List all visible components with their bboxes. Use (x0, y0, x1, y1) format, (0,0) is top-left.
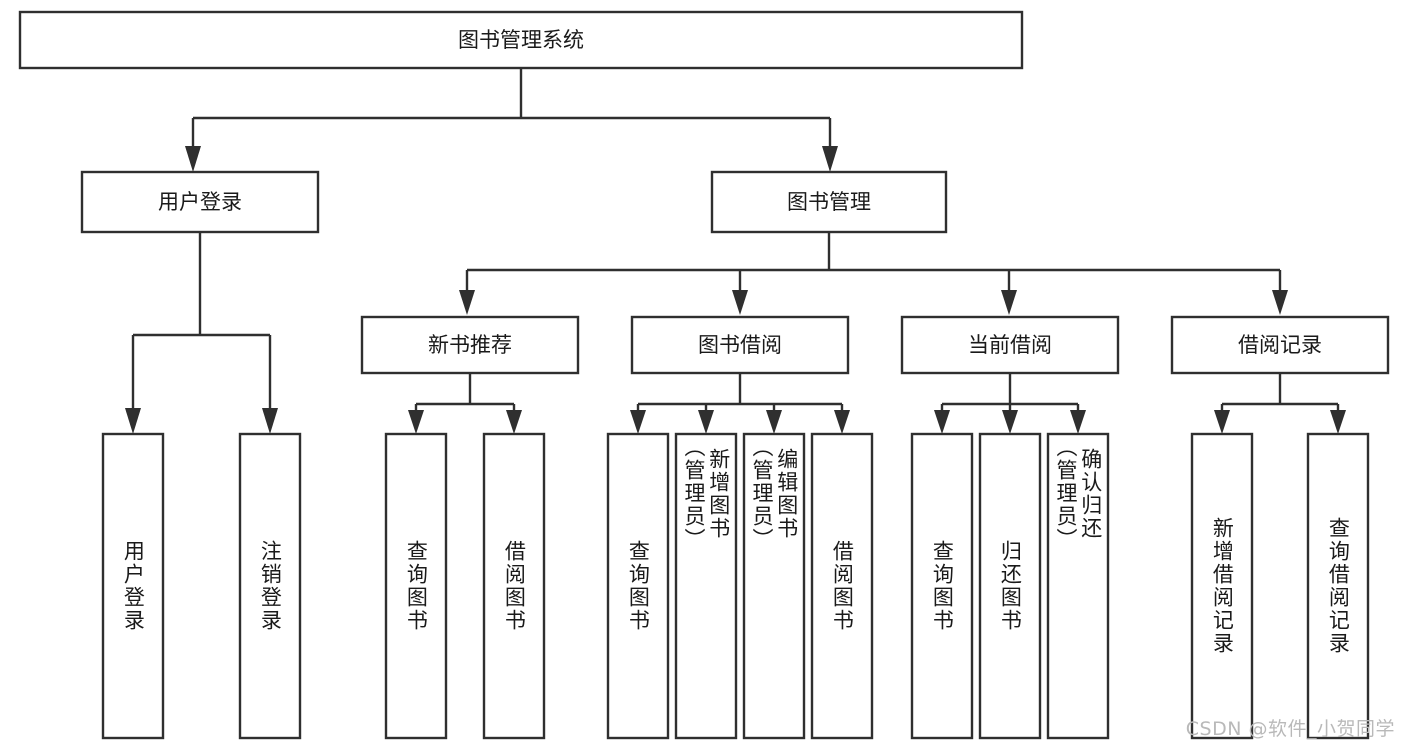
node-current-borrow-box[interactable] (900, 315, 1120, 375)
arrow-head-nb-leaf-2 (506, 410, 522, 434)
connector-book-borrow-to-leaves (630, 373, 850, 434)
node-new-book-recommend-label: 新书推荐 (428, 333, 512, 357)
leaf-box-cb-query-book[interactable] (910, 432, 974, 740)
node-root-box[interactable] (18, 10, 1024, 70)
arrow-head-cb-leaf-1 (934, 410, 950, 434)
arrow-head-borrow-record (1272, 290, 1288, 315)
node-book-borrow-label: 图书借阅 (698, 333, 782, 357)
node-user-login[interactable]: 用户登录 (80, 170, 320, 234)
arrow-head-br-leaf-1 (1214, 410, 1230, 434)
arrow-head-user-login (185, 146, 201, 172)
leaf-box-cb-confirm-return[interactable] (1046, 432, 1110, 740)
watermark-text: CSDN @软件_小贺同学 (1185, 718, 1395, 740)
node-new-book-recommend[interactable]: 新书推荐 (360, 315, 580, 375)
leaf-box-bb-add-book[interactable] (674, 432, 738, 740)
node-book-borrow[interactable]: 图书借阅 (630, 315, 850, 375)
leaf-box-user-login[interactable] (101, 432, 165, 740)
arrow-head-new-book (459, 290, 475, 315)
node-current-borrow[interactable]: 当前借阅 (900, 315, 1120, 375)
connector-book-mgmt-to-level2 (459, 232, 1288, 315)
arrow-head-br-leaf-2 (1330, 410, 1346, 434)
node-book-management-label: 图书管理 (787, 190, 871, 214)
leaf-box-bb-borrow-book[interactable] (810, 432, 874, 740)
node-book-management-box[interactable] (710, 170, 948, 234)
leaf-box-logout[interactable] (238, 432, 302, 740)
connector-new-book-to-leaves (408, 373, 522, 434)
node-current-borrow-label: 当前借阅 (968, 333, 1052, 357)
arrow-head-bb-leaf-3 (766, 410, 782, 434)
connector-borrow-record-to-leaves (1214, 373, 1346, 434)
arrow-head-leaf-user-login (125, 408, 141, 434)
connector-user-login-to-leaves (125, 232, 278, 434)
arrow-head-leaf-logout (262, 408, 278, 434)
arrow-head-nb-leaf-1 (408, 410, 424, 434)
leaf-box-cb-return-book[interactable] (978, 432, 1042, 740)
node-new-book-recommend-box[interactable] (360, 315, 580, 375)
node-root-label: 图书管理系统 (458, 28, 584, 52)
leaf-box-nb-borrow-book[interactable] (482, 432, 546, 740)
node-borrow-record[interactable]: 借阅记录 (1170, 315, 1390, 375)
arrow-head-bb-leaf-1 (630, 410, 646, 434)
node-borrow-record-box[interactable] (1170, 315, 1390, 375)
arrow-head-book-borrow (732, 290, 748, 315)
node-borrow-record-label: 借阅记录 (1238, 333, 1322, 357)
leaf-box-nb-query-book[interactable] (384, 432, 448, 740)
node-root[interactable]: 图书管理系统 (18, 10, 1024, 70)
connector-root-to-level1 (185, 68, 838, 172)
leaf-box-br-add-record[interactable] (1190, 432, 1254, 740)
leaf-box-bb-query-book[interactable] (606, 432, 670, 740)
arrow-head-bb-leaf-4 (834, 410, 850, 434)
node-book-management[interactable]: 图书管理 (710, 170, 948, 234)
arrow-head-cb-leaf-2 (1002, 410, 1018, 434)
leaf-box-bb-edit-book[interactable] (742, 432, 806, 740)
node-user-login-label: 用户登录 (158, 190, 242, 214)
leaf-box-br-query-record[interactable] (1306, 432, 1370, 740)
arrow-head-current-borrow (1001, 290, 1017, 315)
node-book-borrow-box[interactable] (630, 315, 850, 375)
connector-current-borrow-to-leaves (934, 373, 1086, 434)
arrow-head-book-mgmt (822, 146, 838, 172)
arrow-head-cb-leaf-3 (1070, 410, 1086, 434)
arrow-head-bb-leaf-2 (698, 410, 714, 434)
